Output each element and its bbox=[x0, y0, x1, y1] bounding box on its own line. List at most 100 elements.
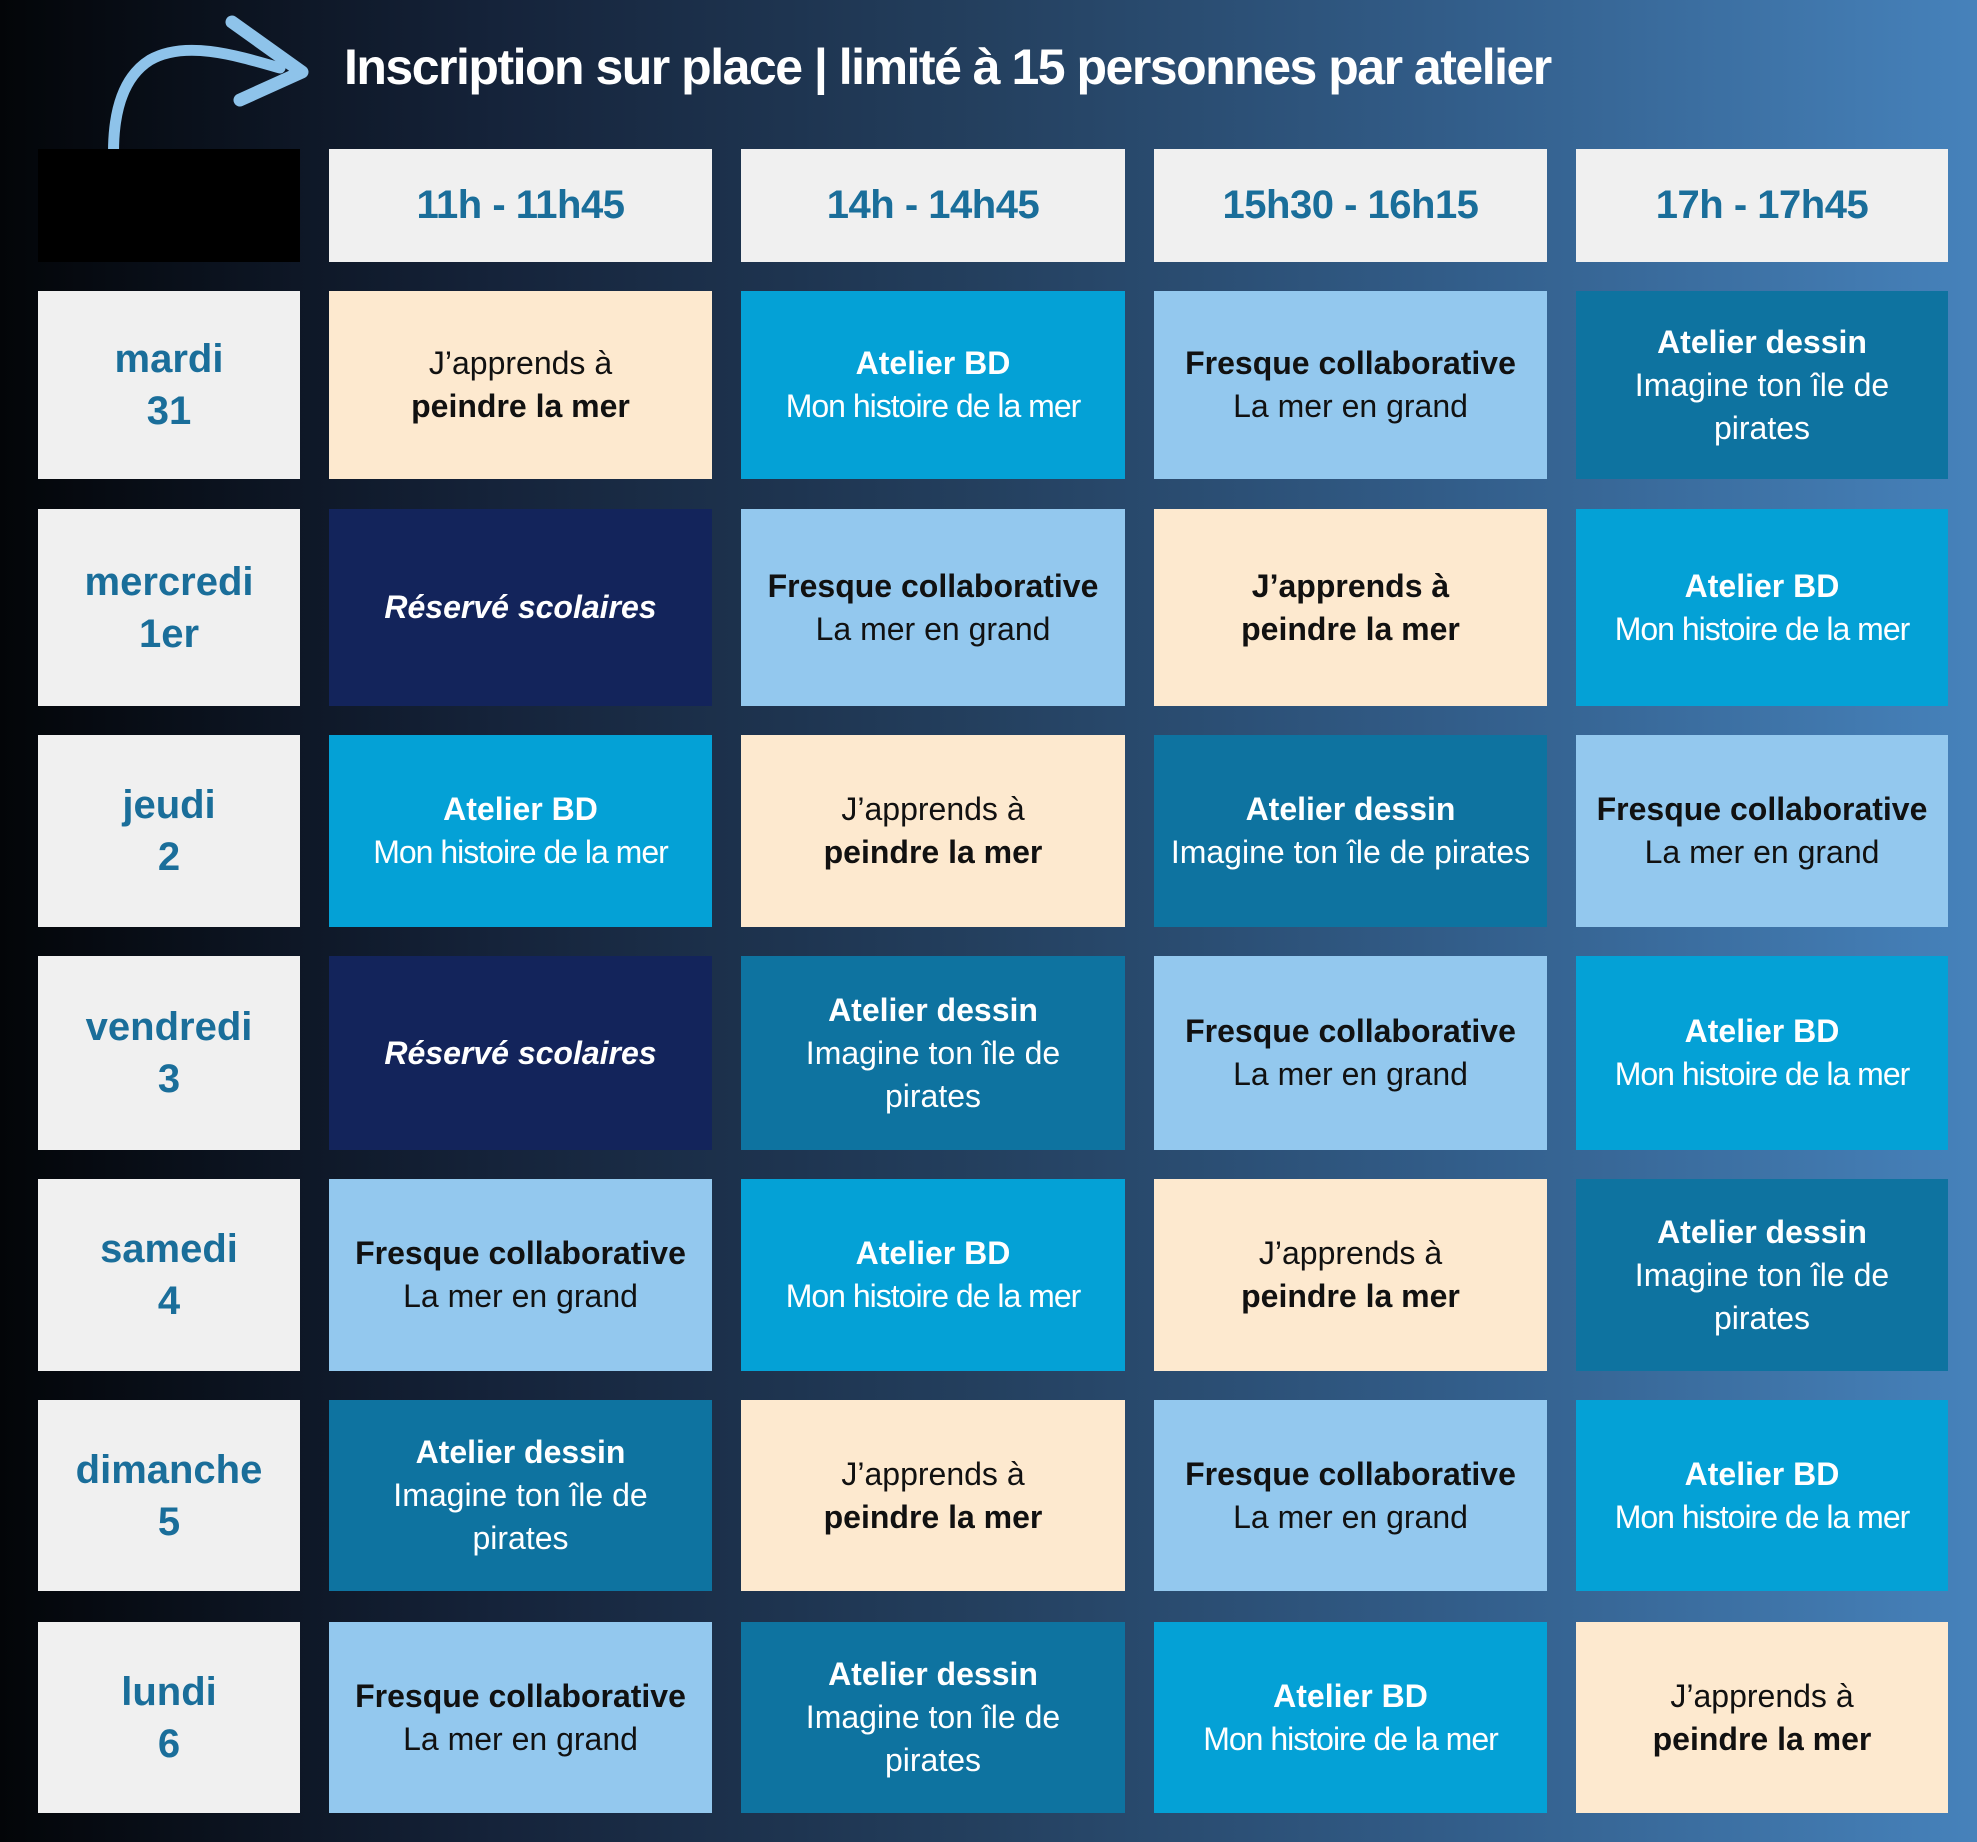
day-number: 6 bbox=[157, 1721, 181, 1766]
workshop-title: J’apprends à bbox=[1258, 1235, 1443, 1271]
workshop-subtitle: La mer en grand bbox=[1233, 1056, 1468, 1092]
workshop-title: Atelier dessin bbox=[828, 991, 1038, 1028]
time-slot-header: 17h - 17h45 bbox=[1576, 149, 1948, 262]
workshop-subtitle: Mon histoire de la mer bbox=[785, 388, 1082, 424]
workshop-subtitle: La mer en grand bbox=[403, 1720, 638, 1757]
day-name: samedi bbox=[100, 1227, 238, 1271]
workshop-cell-scolaires: Réservé scolaires bbox=[329, 509, 712, 706]
workshop-title: Fresque collaborative bbox=[1185, 1013, 1516, 1049]
workshop-cell-bd: Atelier BD Mon histoire de la mer bbox=[741, 1179, 1125, 1371]
workshop-cell-fresque: Fresque collaborative La mer en grand bbox=[741, 509, 1125, 706]
day-label: vendredi 3 bbox=[38, 956, 300, 1150]
day-number: 3 bbox=[157, 1057, 181, 1101]
day-name: dimanche bbox=[75, 1447, 263, 1492]
workshop-title: Atelier BD bbox=[443, 791, 598, 827]
workshop-subtitle: La mer en grand bbox=[815, 610, 1051, 647]
workshop-cell-scolaires: Réservé scolaires bbox=[329, 956, 712, 1150]
time-slot-header: 11h - 11h45 bbox=[329, 149, 712, 262]
day-label: dimanche 5 bbox=[38, 1400, 300, 1591]
workshop-title: J’apprends à bbox=[841, 1455, 1025, 1492]
workshop-title: Atelier BD bbox=[1684, 567, 1840, 604]
workshop-cell-bd: Atelier BD Mon histoire de la mer bbox=[1576, 509, 1948, 706]
workshop-title: Atelier BD bbox=[1684, 1013, 1840, 1049]
workshop-subtitle: peindre la mer bbox=[411, 388, 630, 424]
workshop-title: Atelier BD bbox=[1684, 1455, 1840, 1492]
workshop-subtitle: La mer en grand bbox=[403, 1278, 638, 1314]
workshop-subtitle: peindre la mer bbox=[823, 834, 1043, 870]
time-slot-header: 14h - 14h45 bbox=[741, 149, 1125, 262]
workshop-subtitle: Imagine ton île de pirates bbox=[805, 1034, 1061, 1114]
day-name: lundi bbox=[121, 1669, 217, 1714]
workshop-cell-peindre: J’apprends à peindre la mer bbox=[741, 735, 1125, 927]
workshop-subtitle: Imagine ton île de pirates bbox=[393, 1477, 648, 1556]
day-name: jeudi bbox=[122, 783, 216, 827]
day-name: vendredi bbox=[85, 1005, 253, 1049]
day-number: 5 bbox=[157, 1499, 181, 1544]
workshop-title: J’apprends à bbox=[1670, 1677, 1854, 1714]
workshop-subtitle: Imagine ton île de pirates bbox=[1634, 1256, 1890, 1336]
workshop-subtitle: peindre la mer bbox=[1652, 1720, 1872, 1757]
day-number: 2 bbox=[157, 835, 181, 879]
workshop-subtitle: Mon histoire de la mer bbox=[373, 834, 669, 870]
workshop-title: J’apprends à bbox=[428, 345, 613, 381]
workshop-title: J’apprends à bbox=[1251, 567, 1450, 604]
workshop-cell-fresque: Fresque collaborative La mer en grand bbox=[329, 1179, 712, 1371]
workshop-title: Atelier dessin bbox=[1657, 1213, 1867, 1250]
workshop-cell-peindre: J’apprends à peindre la mer bbox=[329, 291, 712, 479]
workshop-title: Atelier BD bbox=[855, 345, 1011, 381]
workshop-cell-fresque: Fresque collaborative La mer en grand bbox=[1154, 1400, 1547, 1591]
workshop-title: Fresque collaborative bbox=[1185, 1455, 1516, 1492]
workshop-subtitle: Imagine ton île de pirates bbox=[1170, 834, 1531, 870]
workshop-cell-bd: Atelier BD Mon histoire de la mer bbox=[1576, 956, 1948, 1150]
workshop-subtitle: La mer en grand bbox=[1233, 1498, 1468, 1535]
workshop-cell-peindre: J’apprends à peindre la mer bbox=[1576, 1622, 1948, 1813]
day-label: mercredi 1er bbox=[38, 509, 300, 706]
workshop-cell-fresque: Fresque collaborative La mer en grand bbox=[329, 1622, 712, 1813]
workshop-subtitle: Imagine ton île de pirates bbox=[1634, 366, 1890, 446]
day-name: mardi bbox=[114, 337, 224, 381]
day-label: samedi 4 bbox=[38, 1179, 300, 1371]
page-title: Inscription sur place | limité à 15 pers… bbox=[344, 39, 1552, 95]
workshop-cell-bd: Atelier BD Mon histoire de la mer bbox=[329, 735, 712, 927]
workshop-cell-bd: Atelier BD Mon histoire de la mer bbox=[741, 291, 1125, 479]
workshop-subtitle: peindre la mer bbox=[823, 1498, 1043, 1535]
workshop-title: Réservé scolaires bbox=[384, 589, 657, 625]
time-slot-header: 15h30 - 16h15 bbox=[1154, 149, 1547, 262]
workshop-subtitle: Mon histoire de la mer bbox=[1614, 1056, 1911, 1092]
workshop-cell-fresque: Fresque collaborative La mer en grand bbox=[1154, 956, 1547, 1150]
workshop-title: Atelier dessin bbox=[1657, 323, 1867, 360]
workshop-subtitle: La mer en grand bbox=[1644, 834, 1880, 870]
workshop-title: Fresque collaborative bbox=[355, 1677, 686, 1714]
workshop-subtitle: La mer en grand bbox=[1233, 388, 1468, 424]
workshop-title: Atelier BD bbox=[1273, 1677, 1428, 1714]
day-number: 4 bbox=[157, 1279, 181, 1323]
workshop-subtitle: Mon histoire de la mer bbox=[785, 1278, 1082, 1314]
workshop-title: Atelier dessin bbox=[415, 1434, 626, 1470]
day-name: mercredi bbox=[84, 559, 254, 604]
workshop-title: Fresque collaborative bbox=[355, 1235, 686, 1271]
workshop-cell-fresque: Fresque collaborative La mer en grand bbox=[1154, 291, 1547, 479]
workshop-title: Fresque collaborative bbox=[1185, 345, 1516, 381]
workshop-title: Réservé scolaires bbox=[384, 1034, 657, 1071]
workshop-subtitle: Mon histoire de la mer bbox=[1614, 610, 1911, 647]
day-number: 1er bbox=[138, 611, 200, 656]
day-label: lundi 6 bbox=[38, 1622, 300, 1813]
workshop-title: Atelier dessin bbox=[828, 1656, 1038, 1692]
workshop-cell-peindre: J’apprends à peindre la mer bbox=[1154, 1179, 1547, 1371]
workshop-title: Fresque collaborative bbox=[767, 567, 1099, 604]
workshop-title: J’apprends à bbox=[841, 791, 1025, 827]
workshop-title: Atelier BD bbox=[855, 1235, 1011, 1271]
workshop-subtitle: peindre la mer bbox=[1241, 1278, 1460, 1314]
workshop-cell-peindre: J’apprends à peindre la mer bbox=[741, 1400, 1125, 1591]
